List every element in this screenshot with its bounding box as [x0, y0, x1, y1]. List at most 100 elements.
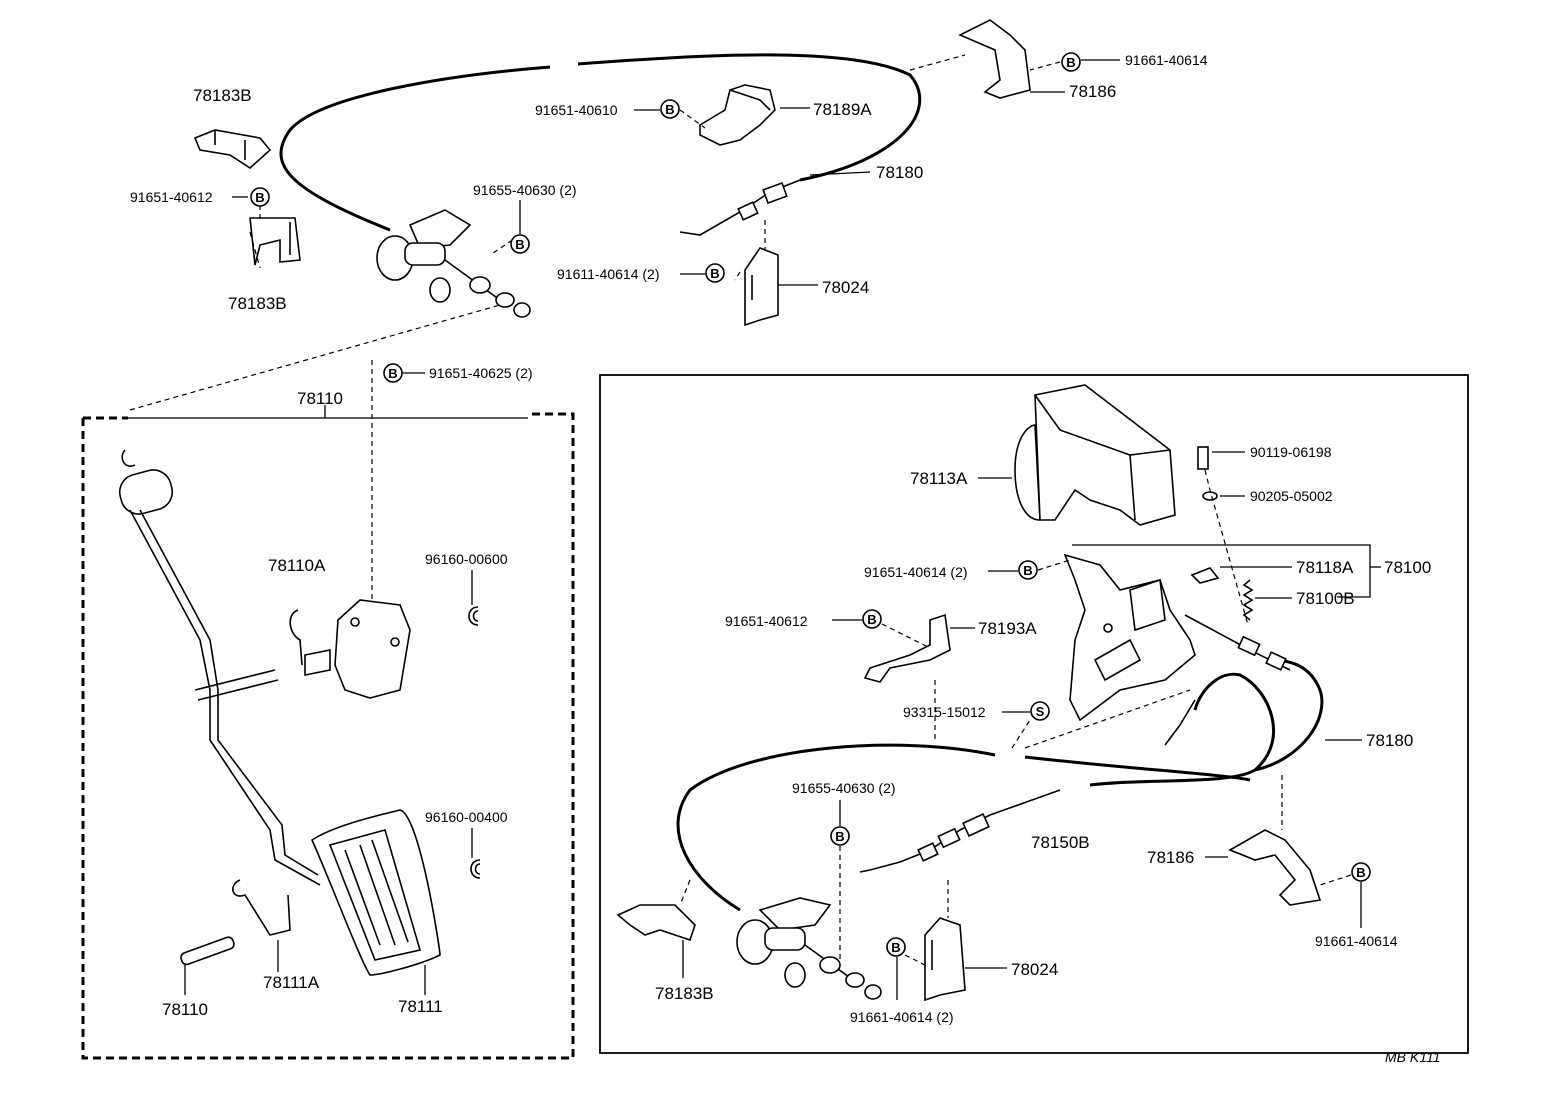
- label-78110-bottom: 78110: [162, 1000, 208, 1019]
- label-93315-15012: 93315-15012: [903, 704, 986, 720]
- label-90119-06198: 90119-06198: [1250, 444, 1332, 460]
- e-ring-96160-00600: [468, 606, 479, 626]
- label-91651-40614-inset: 91651-40614 (2): [864, 564, 968, 580]
- label-91651-40612-inset: 91651-40612: [725, 613, 808, 629]
- pedal-pad-78111: [310, 809, 441, 976]
- pedal-assembly-box: [81, 405, 575, 1060]
- label-91661-40614-top: 91661-40614: [1125, 52, 1208, 68]
- group-bracket-78100: [1072, 544, 1371, 598]
- bracket-78024-top: [744, 247, 779, 327]
- leader-dash-11: [1319, 874, 1352, 886]
- label-78189A: 78189A: [813, 100, 872, 119]
- svg-text:B: B: [665, 102, 674, 117]
- svg-text:B: B: [867, 612, 876, 627]
- label-78110-top: 78110: [297, 389, 343, 408]
- e-ring-96160-00400: [470, 859, 481, 879]
- bolt-mark-5: B: [705, 263, 725, 283]
- leader-dash-8: [881, 623, 931, 649]
- label-91651-40612-top: 91651-40612: [130, 189, 213, 205]
- bolt-mark-1: B: [250, 187, 270, 207]
- bolt-mark-3: B: [660, 99, 680, 119]
- bolt-mark-7: B: [1018, 560, 1038, 580]
- bracket-78183B-top: [193, 129, 272, 170]
- svg-text:S: S: [1036, 704, 1045, 719]
- bracket-78186-inset: [1228, 829, 1322, 906]
- label-78111A: 78111A: [263, 973, 320, 992]
- label-91651-40610: 91651-40610: [535, 102, 618, 118]
- svg-text:B: B: [1356, 865, 1365, 880]
- label-91655-40630-top: 91655-40630 (2): [473, 182, 577, 198]
- bolt-90119-06198: [1197, 446, 1209, 470]
- bolt-mark-11: B: [1351, 862, 1371, 882]
- bracket-78183B-mid: [249, 217, 301, 266]
- label-78024-top: 78024: [822, 278, 869, 297]
- label-91661-40614-inset-bottom: 91661-40614 (2): [850, 1009, 954, 1025]
- throttle-linkage-lower: [736, 897, 882, 1000]
- svg-text:B: B: [255, 190, 264, 205]
- cover-78113A: [1014, 384, 1176, 526]
- label-78180-top: 78180: [876, 163, 923, 182]
- label-78110A: 78110A: [268, 556, 326, 575]
- leader-dash-s: [1011, 719, 1031, 749]
- leader-78180-top: [809, 171, 871, 176]
- leader-dash-s2: [1024, 689, 1191, 749]
- label-78100B: 78100B: [1296, 589, 1355, 608]
- label-78113A: 78113A: [910, 469, 968, 488]
- label-78024-inset: 78024: [1011, 960, 1058, 979]
- label-91661-40614-inset-right: 91661-40614: [1315, 933, 1398, 949]
- cable-78150B: [859, 789, 1061, 873]
- leader-dash-78183B: [679, 879, 691, 906]
- leader-dash-10: [904, 954, 926, 966]
- leader-lines-top: [129, 54, 1061, 620]
- label-91611-40614: 91611-40614 (2): [557, 266, 659, 282]
- label-78118A: 78118A: [1296, 558, 1354, 577]
- label-96160-00400: 96160-00400: [425, 809, 508, 825]
- svg-text:B: B: [835, 829, 844, 844]
- svg-text:B: B: [891, 940, 900, 955]
- label-78186-top: 78186: [1069, 82, 1116, 101]
- label-78180-inset: 78180: [1366, 731, 1413, 750]
- screw-mark: S: [1030, 701, 1050, 721]
- bracket-78186-top: [958, 19, 1031, 99]
- bracket-78183B-inset: [616, 904, 696, 942]
- label-78150B: 78150B: [1031, 833, 1090, 852]
- label-96160-00600: 96160-00600: [425, 551, 508, 567]
- spring-78110A: [289, 609, 331, 676]
- label-91651-40625: 91651-40625 (2): [429, 365, 533, 381]
- label-78186-inset: 78186: [1147, 848, 1194, 867]
- throttle-linkage-upper: [376, 209, 531, 318]
- pin-78110: [180, 936, 235, 966]
- label-91655-40630-inset: 91655-40630 (2): [792, 780, 896, 796]
- label-78100: 78100: [1384, 558, 1431, 577]
- bolt-mark-8: B: [862, 609, 882, 629]
- bolt-mark-10: B: [886, 937, 906, 957]
- stopper-78118A: [1190, 567, 1220, 584]
- pedal-lever-78110: [118, 449, 321, 886]
- bolt-mark-6: B: [383, 363, 403, 383]
- bolt-mark-4: B: [1061, 52, 1081, 72]
- inset-box: [599, 374, 1469, 1054]
- label-78183B-top: 78183B: [193, 86, 252, 105]
- accelerator-cable-inset: [676, 614, 1324, 912]
- spring-78100B: [1242, 579, 1254, 621]
- pedal-bracket-plate: [334, 599, 411, 699]
- bolt-mark-2: B: [510, 234, 530, 254]
- label-78111: 78111: [398, 997, 443, 1016]
- throttle-bracket-78100: [1063, 553, 1196, 722]
- label-90205-05002: 90205-05002: [1250, 488, 1333, 504]
- clip-78189A: [699, 84, 776, 146]
- spring-78111A: [232, 879, 291, 936]
- accelerator-cable-upper: [279, 53, 922, 236]
- svg-text:B: B: [515, 237, 524, 252]
- svg-text:B: B: [388, 366, 397, 381]
- bolt-mark-9: B: [830, 826, 850, 846]
- leader-dash-7: [1037, 559, 1071, 571]
- washer-90205-05002: [1202, 491, 1218, 501]
- label-78183B-inset: 78183B: [655, 984, 714, 1003]
- label-78193A: 78193A: [978, 619, 1037, 638]
- bracket-78024-inset: [924, 917, 966, 1002]
- drawing-code: MB K111: [1385, 1049, 1441, 1065]
- svg-text:B: B: [1023, 563, 1032, 578]
- svg-text:B: B: [710, 266, 719, 281]
